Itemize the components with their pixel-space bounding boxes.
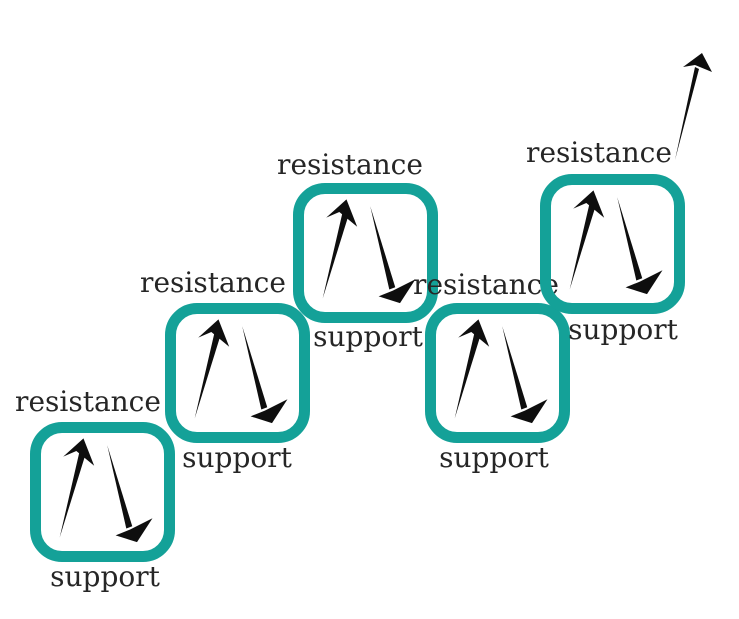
resistance-label: resistance [15, 385, 161, 418]
down-arrow-icon [502, 326, 528, 410]
support-label: support [568, 313, 678, 346]
up-arrow-head-icon [573, 190, 605, 218]
support-label: support [182, 441, 292, 474]
up-arrow-icon [59, 449, 86, 538]
box-arrows-icon [454, 319, 548, 424]
up-arrow-head-icon [326, 199, 358, 227]
down-arrow-icon [617, 197, 643, 281]
down-arrow-icon [242, 326, 268, 410]
pattern-box-3 [293, 183, 438, 323]
down-arrow-icon [370, 206, 396, 290]
down-arrow-head-icon [115, 518, 153, 543]
pattern-box-2 [165, 303, 310, 443]
down-arrow-head-icon [625, 270, 663, 295]
down-arrow-icon [107, 445, 133, 529]
up-arrow-head-icon [458, 319, 490, 347]
up-arrow-icon [322, 210, 349, 299]
box-arrows-icon [194, 319, 288, 424]
resistance-label: resistance [277, 148, 423, 181]
resistance-label: resistance [140, 266, 286, 299]
pattern-box-5 [540, 174, 685, 314]
up-arrow-icon [454, 330, 481, 419]
up-arrow-icon [569, 201, 596, 290]
box-arrows-icon [322, 199, 416, 304]
up-arrow-head-icon [198, 319, 230, 347]
up-arrow-head-icon [63, 438, 95, 466]
down-arrow-head-icon [378, 279, 416, 304]
support-label: support [313, 320, 423, 353]
pattern-box-1 [30, 422, 175, 562]
breakout-up-arrow-icon [675, 53, 712, 160]
box-arrows-icon [59, 438, 153, 543]
up-arrow-icon [194, 330, 221, 419]
support-label: support [50, 560, 160, 593]
resistance-label: resistance [413, 268, 559, 301]
down-arrow-head-icon [510, 399, 548, 424]
down-arrow-head-icon [250, 399, 288, 424]
box-arrows-icon [569, 190, 663, 295]
resistance-label: resistance [526, 136, 672, 169]
pattern-box-4 [425, 303, 570, 443]
support-label: support [439, 441, 549, 474]
